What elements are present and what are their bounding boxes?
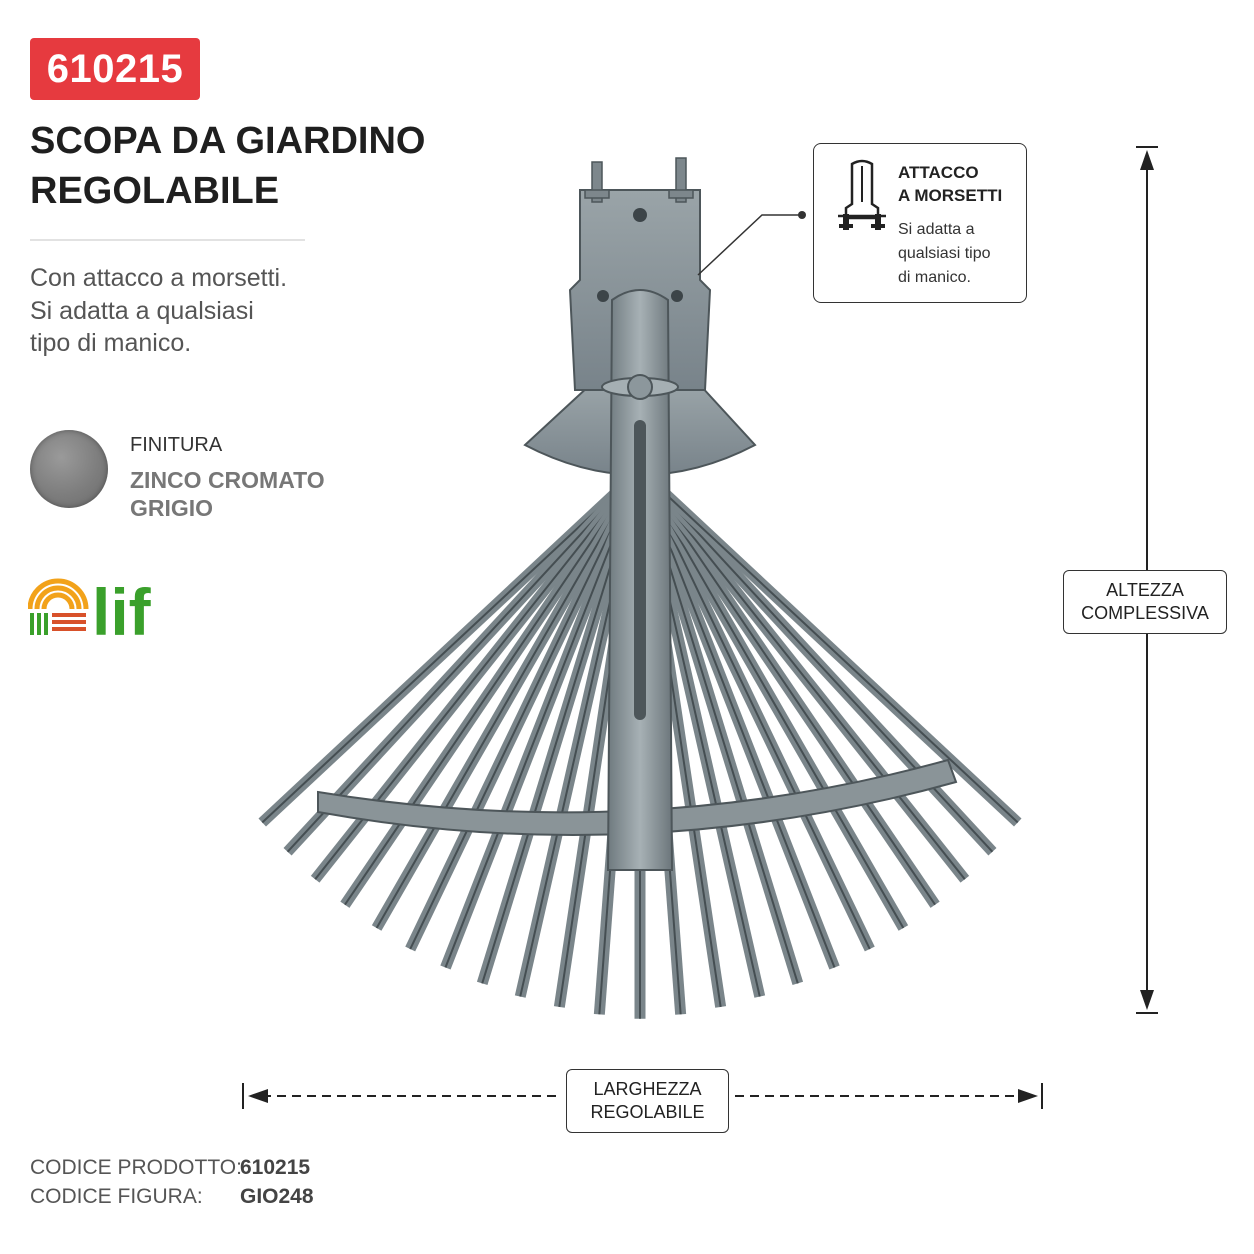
- rake-tine-edge: [654, 495, 905, 929]
- arrow-down-icon: [1140, 990, 1154, 1010]
- callout-title-line-1: ATTACCO: [898, 163, 979, 182]
- callout-title: ATTACCO A MORSETTI: [898, 161, 1002, 207]
- product-code-badge: 610215: [30, 38, 200, 100]
- rake-tine-edge: [444, 497, 631, 968]
- callout-text-line-1: Si adatta a: [898, 221, 975, 238]
- badge-code: 610215: [46, 46, 184, 91]
- callout-text-line-2: qualsiasi tipo: [898, 245, 991, 262]
- description-line-3: tipo di manico.: [30, 329, 192, 357]
- title-line-1: SCOPA DA GIARDINO: [30, 120, 426, 162]
- clamp-hole-right: [671, 290, 683, 302]
- figure-code-label: CODICE FIGURA:: [30, 1185, 203, 1208]
- clamp-callout: ATTACCO A MORSETTI Si adatta a qualsiasi…: [813, 143, 1027, 303]
- rake-tine-edge: [481, 498, 633, 984]
- rake-tine-edge: [657, 492, 966, 880]
- clamp-hole-left: [597, 290, 609, 302]
- finish-label: FINITURA: [130, 434, 223, 456]
- callout-leader-dot: [798, 211, 806, 219]
- rake-tine-edge: [649, 497, 836, 968]
- rake-tine-edge: [647, 498, 799, 984]
- clamp-icon: [838, 159, 886, 230]
- finish-swatch: [30, 430, 108, 508]
- callout-leader-line: [697, 214, 802, 276]
- rake-tine-edge: [375, 495, 626, 929]
- callout-title-line-2: A MORSETTI: [898, 186, 1003, 205]
- rake-tine-edge: [659, 491, 994, 853]
- product-code-label: CODICE PRODOTTO:: [30, 1156, 242, 1179]
- callout-text-line-3: di manico.: [898, 269, 971, 286]
- callout-text: Si adatta a qualsiasi tipo di manico.: [898, 218, 991, 290]
- logo-text: lif: [92, 575, 152, 641]
- finish-value-line-2: GRIGIO: [130, 495, 214, 521]
- height-dimension-line: [1136, 146, 1158, 1014]
- rake-tine-edge: [409, 496, 628, 950]
- height-dimension-label: ALTEZZA COMPLESSIVA: [1063, 570, 1227, 634]
- width-dimension-line: [242, 1083, 1043, 1109]
- rake-tine-edge: [656, 494, 936, 906]
- finish-value-line-1: ZINCO CROMATO: [130, 467, 325, 493]
- rake-tine-edge: [652, 496, 871, 950]
- width-dimension-label: LARGHEZZA REGOLABILE: [566, 1069, 729, 1133]
- shaft-slot: [634, 420, 646, 720]
- sun-field-icon: [28, 578, 89, 635]
- product-code-row: CODICE PRODOTTO: 610215: [30, 1156, 310, 1180]
- product-title: SCOPA DA GIARDINO REGOLABILE: [30, 116, 450, 216]
- width-label-line-2: REGOLABILE: [590, 1102, 705, 1122]
- product-description: Con attacco a morsetti. Si adatta a qual…: [30, 262, 350, 360]
- rake-tine-edge: [261, 489, 619, 824]
- height-label-line-2: COMPLESSIVA: [1081, 603, 1209, 623]
- clamp-bolts: [584, 157, 694, 203]
- description-line-2: Si adatta a qualsiasi: [30, 296, 254, 325]
- clamp-hole: [633, 208, 647, 222]
- rake-crossbar: [317, 758, 958, 837]
- description-line-1: Con attacco a morsetti.: [30, 264, 288, 292]
- product-code-value: 610215: [240, 1156, 311, 1179]
- arrow-left-icon: [248, 1089, 268, 1103]
- brand-logo: lif: [28, 575, 152, 641]
- height-label-line-1: ALTEZZA: [1106, 580, 1184, 600]
- arrow-right-icon: [1018, 1089, 1038, 1103]
- rake-tine-edge: [344, 494, 624, 906]
- rake-tine-edge: [286, 491, 621, 853]
- width-label-line-1: LARGHEZZA: [593, 1079, 702, 1099]
- finish-value: ZINCO CROMATO GRIGIO: [130, 466, 325, 522]
- title-line-2: REGOLABILE: [30, 170, 280, 212]
- rake-tine-edge: [661, 489, 1019, 824]
- divider: [30, 239, 305, 241]
- wing-nut: [601, 374, 679, 400]
- arrow-up-icon: [1140, 150, 1154, 170]
- figure-code-value: GIO248: [240, 1185, 314, 1208]
- figure-code-row: CODICE FIGURA: GIO248: [30, 1185, 314, 1209]
